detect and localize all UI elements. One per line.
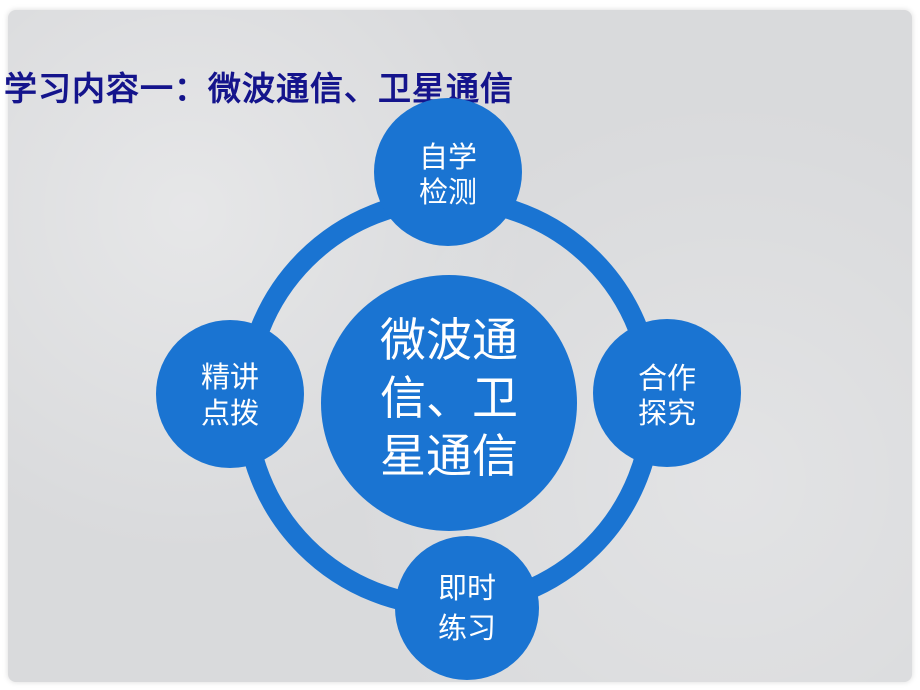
node-bottom-circle [395, 536, 539, 680]
node-right-circle [593, 319, 741, 467]
node-left-label-line-2: 点拨 [201, 396, 259, 430]
center-circle [321, 275, 577, 531]
node-left-circle [156, 320, 304, 468]
center-label-line-3: 星通信 [380, 429, 518, 483]
node-top-label-line-2: 检测 [419, 175, 477, 209]
node-top-label-line-1: 自学 [419, 140, 477, 174]
node-bottom-label-line-1: 即时 [438, 571, 496, 605]
node-right-label-line-1: 合作 [638, 361, 696, 395]
node-left-label-line-1: 精讲 [201, 360, 259, 394]
node-right-label-line-2: 探究 [638, 396, 696, 430]
node-top-circle [374, 98, 522, 246]
center-label-line-2: 信、卫 [380, 371, 518, 425]
center-label-line-1: 微波通 [380, 313, 518, 367]
node-bottom-label-line-2: 练习 [438, 611, 496, 645]
